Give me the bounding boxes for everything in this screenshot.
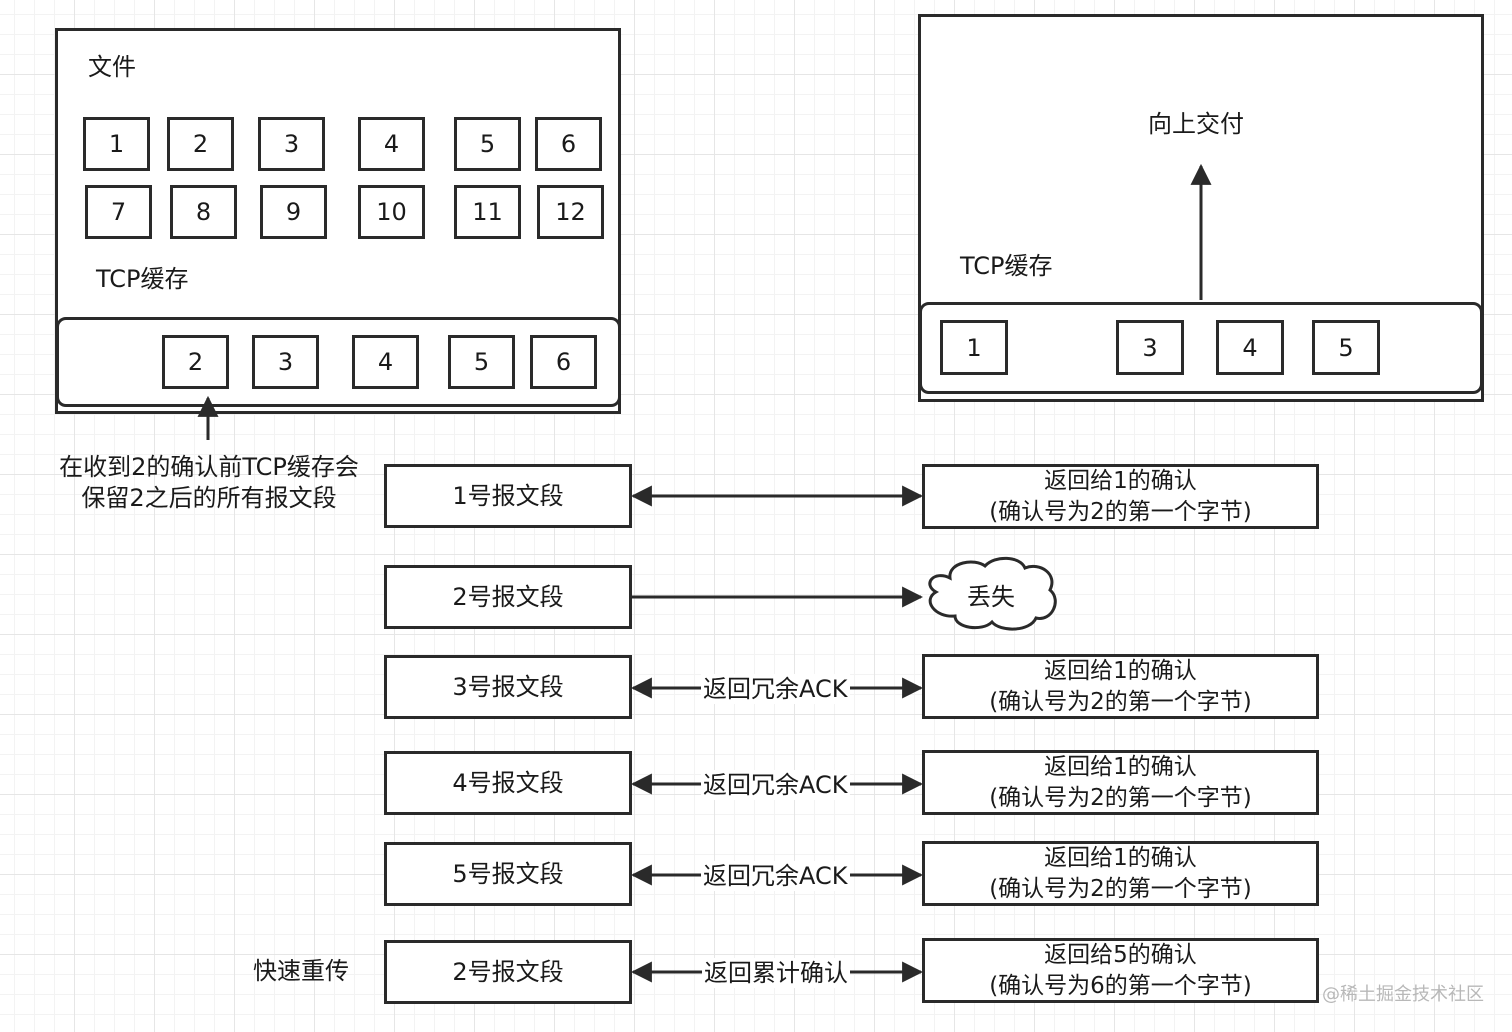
ack-line1: 返回给1的确认	[1044, 467, 1197, 494]
file-segment: 7	[85, 185, 152, 239]
file-segment: 12	[537, 185, 604, 239]
file-segment: 8	[170, 185, 237, 239]
file-segment: 10	[358, 185, 425, 239]
lost-label: 丢失	[967, 583, 1015, 611]
ack-box-row5: 返回给1的确认 (确认号为2的第一个字节)	[922, 841, 1319, 906]
ack-line1: 返回给5的确认	[1044, 941, 1197, 968]
segment-box-row2: 2号报文段	[384, 565, 632, 629]
buffer-segment: 4	[352, 335, 419, 389]
ack-box-row3: 返回给1的确认 (确认号为2的第一个字节)	[922, 654, 1319, 719]
ack-line2: (确认号为2的第一个字节)	[989, 498, 1252, 525]
buffer-segment: 2	[162, 335, 229, 389]
ack-line2: (确认号为2的第一个字节)	[989, 875, 1252, 902]
deliver-up-label: 向上交付	[1148, 110, 1244, 138]
ack-line2: (确认号为2的第一个字节)	[989, 784, 1252, 811]
buffer-segment: 6	[530, 335, 597, 389]
duplicate-ack-label: 返回冗余ACK	[701, 861, 850, 891]
file-segment: 5	[454, 117, 521, 171]
segment-box-row1: 1号报文段	[384, 464, 632, 528]
segment-box-row5: 5号报文段	[384, 842, 632, 906]
lost-cloud-shape	[928, 556, 1057, 631]
file-segment: 2	[167, 117, 234, 171]
buffer-segment: 1	[940, 320, 1008, 375]
buffer-segment: 5	[448, 335, 515, 389]
fast-retransmit-label: 快速重传	[253, 957, 349, 985]
buffer-note-line2: 保留2之后的所有报文段	[81, 484, 337, 512]
receiver-tcp-buffer	[919, 302, 1483, 394]
buffer-segment: 3	[1116, 320, 1184, 375]
file-label: 文件	[88, 53, 136, 81]
ack-box-row4: 返回给1的确认 (确认号为2的第一个字节)	[922, 750, 1319, 815]
ack-box-row1: 返回给1的确认 (确认号为2的第一个字节)	[922, 464, 1319, 529]
ack-line1: 返回给1的确认	[1044, 753, 1197, 780]
ack-line1: 返回给1的确认	[1044, 844, 1197, 871]
duplicate-ack-label: 返回冗余ACK	[701, 770, 850, 800]
buffer-segment: 3	[252, 335, 319, 389]
sender-tcp-buffer	[56, 317, 621, 407]
buffer-segment: 4	[1216, 320, 1284, 375]
receiver-buffer-label: TCP缓存	[960, 252, 1053, 280]
duplicate-ack-label: 返回冗余ACK	[701, 674, 850, 704]
ack-line2: (确认号为2的第一个字节)	[989, 688, 1252, 715]
segment-box-row6: 2号报文段	[384, 940, 632, 1004]
file-segment: 1	[83, 117, 150, 171]
sender-buffer-label: TCP缓存	[96, 265, 189, 293]
file-segment: 6	[535, 117, 602, 171]
buffer-note-line1: 在收到2的确认前TCP缓存会	[59, 453, 359, 481]
ack-box-row6: 返回给5的确认 (确认号为6的第一个字节)	[922, 938, 1319, 1003]
buffer-segment: 5	[1312, 320, 1380, 375]
ack-line2: (确认号为6的第一个字节)	[989, 972, 1252, 999]
segment-box-row3: 3号报文段	[384, 655, 632, 719]
segment-box-row4: 4号报文段	[384, 751, 632, 815]
file-segment: 4	[358, 117, 425, 171]
watermark: @稀土掘金技术社区	[1322, 984, 1484, 1005]
file-segment: 11	[454, 185, 521, 239]
file-segment: 9	[260, 185, 327, 239]
ack-line1: 返回给1的确认	[1044, 657, 1197, 684]
file-segment: 3	[258, 117, 325, 171]
cumulative-ack-label: 返回累计确认	[702, 958, 850, 988]
